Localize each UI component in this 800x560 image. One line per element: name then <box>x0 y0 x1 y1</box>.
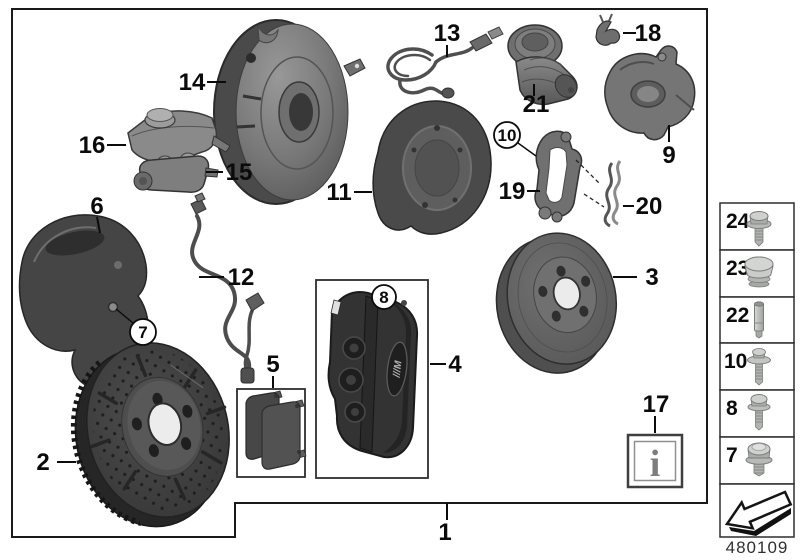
master-cylinder-part <box>133 152 219 193</box>
callout-12[interactable]: 12 <box>228 264 255 291</box>
callout-16[interactable]: 16 <box>79 132 106 159</box>
sidebar-num-22: 22 <box>726 304 749 327</box>
hex-flange-screw-icon <box>746 211 772 247</box>
flange-screw-icon <box>747 394 771 431</box>
callout-10-text: 10 <box>498 126 517 145</box>
callout-9[interactable]: 9 <box>662 142 675 169</box>
callout-4[interactable]: 4 <box>448 351 462 378</box>
callout-8-text: 8 <box>379 288 388 307</box>
brake-pads-part <box>245 390 307 470</box>
callout-3[interactable]: 3 <box>645 264 658 291</box>
callout-15[interactable]: 15 <box>226 159 253 186</box>
sidebar-num-23: 23 <box>726 257 749 280</box>
brake-booster-part <box>213 19 366 205</box>
sensor-cable-part <box>386 26 504 99</box>
callout-13[interactable]: 13 <box>434 20 461 47</box>
info-icon: i <box>650 443 661 485</box>
washer-screw-icon <box>747 348 771 386</box>
fastener-sidebar: 24 23 22 10 8 7 <box>719 202 795 538</box>
leader-lines <box>57 32 670 520</box>
sidebar-num-7: 7 <box>726 444 738 467</box>
wear-sensor-part <box>190 192 265 384</box>
diagram-frame <box>11 8 708 538</box>
callout-labels: 1 2 3 4 5 6 9 11 12 13 14 15 16 17 18 19… <box>36 20 675 546</box>
callout-6[interactable]: 6 <box>90 193 103 220</box>
callout-11[interactable]: 11 <box>326 179 351 206</box>
sidebar-num-8: 8 <box>726 397 738 420</box>
pad-spring-part <box>575 159 622 228</box>
callout-2[interactable]: 2 <box>36 449 49 476</box>
callout-8-circled[interactable]: 8 <box>371 284 397 310</box>
caliper-badge-text: ///M <box>391 360 404 380</box>
callout-18[interactable]: 18 <box>635 20 662 47</box>
retaining-bracket-part <box>595 13 621 46</box>
callout-5[interactable]: 5 <box>266 351 279 378</box>
callout-20[interactable]: 20 <box>636 193 663 220</box>
rear-brake-disc-part <box>495 232 618 374</box>
sealing-plug-icon <box>744 256 774 288</box>
front-brake-disc-part <box>70 342 230 528</box>
parking-actuator-part <box>507 24 578 106</box>
callout-7-text: 7 <box>138 323 147 342</box>
sidebar-num-10: 10 <box>724 350 747 373</box>
guide-pin-icon <box>754 301 764 339</box>
fluid-reservoir-part <box>127 108 231 164</box>
performance-caliper-part: ///M <box>327 291 419 459</box>
caliper-carrier-part <box>534 130 583 223</box>
callout-21[interactable]: 21 <box>523 91 550 118</box>
callout-14[interactable]: 14 <box>179 69 206 96</box>
rear-caliper-part <box>604 45 696 141</box>
callout-1[interactable]: 1 <box>438 519 451 546</box>
hex-washer-screw-icon <box>745 442 773 477</box>
sidebar-num-24: 24 <box>726 210 750 233</box>
callout-19[interactable]: 19 <box>499 178 526 205</box>
figure-number: 480109 <box>726 538 789 557</box>
direction-arrow-icon <box>724 490 793 536</box>
callout-17[interactable]: 17 <box>643 391 670 418</box>
callout-7-circled[interactable]: 7 <box>129 318 157 346</box>
rear-dust-shield-part <box>372 100 492 235</box>
info-box[interactable]: i <box>626 433 684 489</box>
callout-10-circled[interactable]: 10 <box>493 121 521 149</box>
